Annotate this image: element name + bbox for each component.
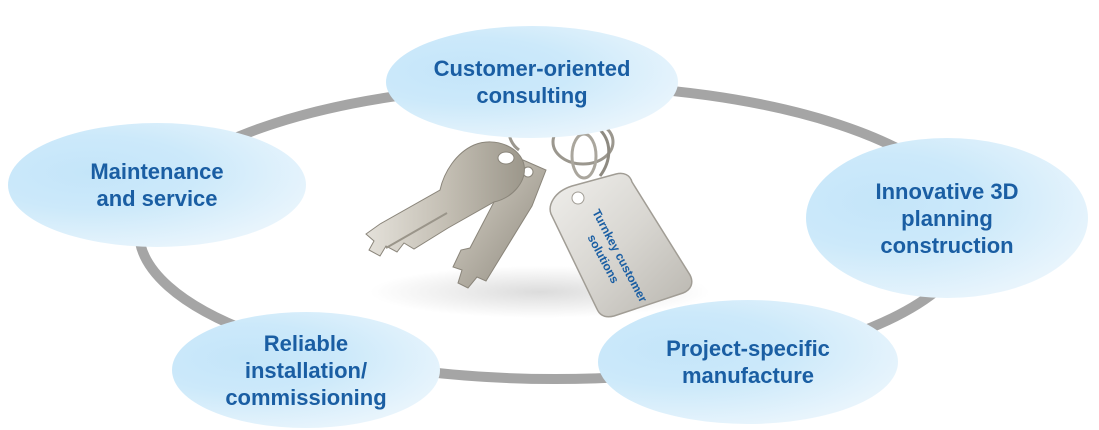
key-front (365, 141, 525, 257)
node-manufacture-label: Project-specific manufacture (666, 336, 830, 388)
node-planning: Innovative 3D planning construction (806, 138, 1088, 298)
node-maintenance: Maintenance and service (8, 123, 306, 247)
node-manufacture: Project-specific manufacture (598, 300, 898, 424)
keychain-tag: Turnkey customer solutions (549, 172, 693, 318)
node-installation: Reliable installation/ commissioning (172, 312, 440, 428)
key-ring-small (570, 132, 598, 180)
node-maintenance-label: Maintenance and service (90, 159, 224, 211)
node-planning-label: Innovative 3D planning construction (875, 178, 1019, 258)
key-back (452, 159, 547, 289)
node-consulting-label: Customer-oriented consulting (433, 56, 631, 108)
node-consulting: Customer-oriented consulting (386, 26, 678, 138)
node-installation-label: Reliable installation/ commissioning (225, 330, 387, 410)
key-ring-arc (596, 126, 611, 177)
